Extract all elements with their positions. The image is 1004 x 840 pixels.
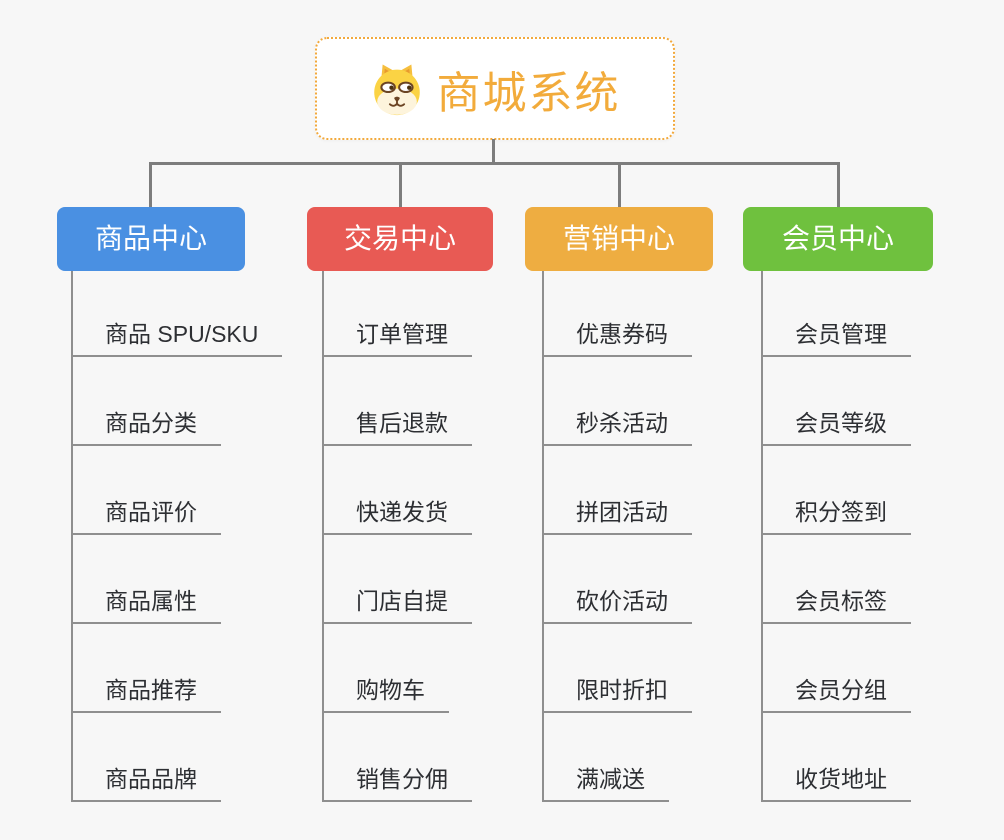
leaf-node[interactable]: 门店自提 xyxy=(322,588,472,624)
leaf-node[interactable]: 商品属性 xyxy=(71,588,221,624)
leaf-node[interactable]: 秒杀活动 xyxy=(542,410,692,446)
leaf-node[interactable]: 拼团活动 xyxy=(542,499,692,535)
leaf-node[interactable]: 订单管理 xyxy=(322,321,472,357)
branch-node-3[interactable]: 营销中心 xyxy=(525,207,713,271)
leaf-node[interactable]: 砍价活动 xyxy=(542,588,692,624)
leaf-node[interactable]: 优惠券码 xyxy=(542,321,692,357)
leaf-node[interactable]: 会员分组 xyxy=(761,677,911,713)
leaf-node[interactable]: 商品 SPU/SKU xyxy=(71,321,283,357)
connector-line xyxy=(149,162,152,209)
connector-line xyxy=(399,162,402,209)
leaf-node[interactable]: 快递发货 xyxy=(322,499,472,535)
connector-line xyxy=(542,271,544,802)
leaf-node[interactable]: 收货地址 xyxy=(761,766,911,802)
leaf-node[interactable]: 会员标签 xyxy=(761,588,911,624)
connector-line xyxy=(322,271,324,802)
branch-node-4[interactable]: 会员中心 xyxy=(743,207,933,271)
connector-line xyxy=(837,162,840,209)
leaf-node[interactable]: 商品推荐 xyxy=(71,677,221,713)
leaf-node[interactable]: 商品品牌 xyxy=(71,766,221,802)
root-title: 商城系统 xyxy=(436,68,621,118)
leaf-node[interactable]: 商品评价 xyxy=(71,499,221,535)
leaf-node[interactable]: 会员管理 xyxy=(761,321,911,357)
dog-face-icon xyxy=(373,64,420,115)
leaf-node[interactable]: 满减送 xyxy=(542,766,669,802)
leaf-node[interactable]: 限时折扣 xyxy=(542,677,692,713)
leaf-node[interactable]: 购物车 xyxy=(322,677,449,713)
branch-node-1[interactable]: 商品中心 xyxy=(57,207,245,271)
leaf-node[interactable]: 积分签到 xyxy=(761,499,911,535)
root-node[interactable]: 商城系统 xyxy=(315,37,675,140)
connector-line xyxy=(71,271,73,802)
connector-line xyxy=(761,271,763,802)
leaf-node[interactable]: 销售分佣 xyxy=(322,766,472,802)
connector-line xyxy=(149,162,840,165)
leaf-node[interactable]: 会员等级 xyxy=(761,410,911,446)
connector-line xyxy=(618,162,621,209)
connector-line xyxy=(492,139,495,165)
branch-node-2[interactable]: 交易中心 xyxy=(307,207,493,271)
leaf-node[interactable]: 商品分类 xyxy=(71,410,221,446)
leaf-node[interactable]: 售后退款 xyxy=(322,410,472,446)
